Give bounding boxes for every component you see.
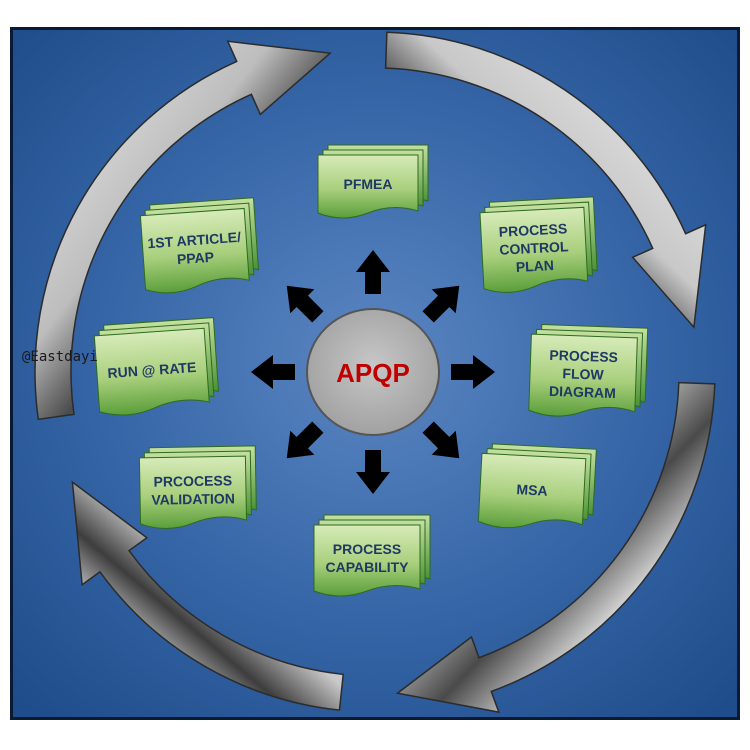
doc-node-label: DIAGRAM xyxy=(549,383,616,401)
arrow-to-msa xyxy=(422,421,460,459)
arrow-to-run-at-rate xyxy=(251,355,295,389)
doc-node-label: CONTROL xyxy=(499,238,569,258)
doc-node-label: PPAP xyxy=(176,249,214,268)
arrow-to-capability xyxy=(356,450,390,494)
doc-node-label: CAPABILITY xyxy=(326,559,410,575)
doc-node-label: RUN @ RATE xyxy=(107,359,197,381)
doc-node-msa: MSA xyxy=(477,443,597,529)
cycle-arrow-bottom-left xyxy=(71,480,345,711)
doc-node-process-capability: PROCESS CAPABILITY xyxy=(313,514,431,597)
arrow-to-validation xyxy=(286,421,324,459)
cycle-arrow-bottom-right xyxy=(395,381,716,714)
apqp-hub: APQP xyxy=(306,308,440,436)
doc-node-label: PROCESS xyxy=(498,220,567,240)
process-document-nodes: PFMEAPROCESSCONTROLPLANPROCESSFLOWDIAGRA… xyxy=(93,144,649,597)
radial-arrows xyxy=(251,250,495,494)
doc-node-run-at-rate: RUN @ RATE xyxy=(93,317,220,416)
apqp-hub-label: APQP xyxy=(336,358,410,388)
cycle-arrows xyxy=(34,31,716,714)
doc-node-label: PRCOCESS xyxy=(153,472,232,489)
arrow-to-first-article xyxy=(286,285,324,323)
doc-node-label: PROCESS xyxy=(549,347,618,365)
cycle-arrow-top-right xyxy=(384,31,707,329)
arrow-to-control-plan xyxy=(422,285,460,323)
doc-node-label: 1ST ARTICLE/ xyxy=(147,229,242,251)
arrow-to-pfmea xyxy=(356,250,390,294)
doc-node-label: FLOW xyxy=(562,365,605,382)
watermark: @Eastdayi xyxy=(22,349,98,365)
doc-node-label: PROCESS xyxy=(333,541,401,557)
doc-node-label: MSA xyxy=(516,481,548,499)
doc-node-label: PLAN xyxy=(515,257,554,275)
doc-node-pfmea: PFMEA xyxy=(317,144,429,219)
doc-node-label: PFMEA xyxy=(344,176,393,192)
arrow-to-flow-diagram xyxy=(451,355,495,389)
doc-node-label: VALIDATION xyxy=(151,490,235,507)
cycle-arrow-top-left xyxy=(34,40,332,421)
doc-node-first-article-ppap: 1ST ARTICLE/PPAP xyxy=(139,197,259,294)
